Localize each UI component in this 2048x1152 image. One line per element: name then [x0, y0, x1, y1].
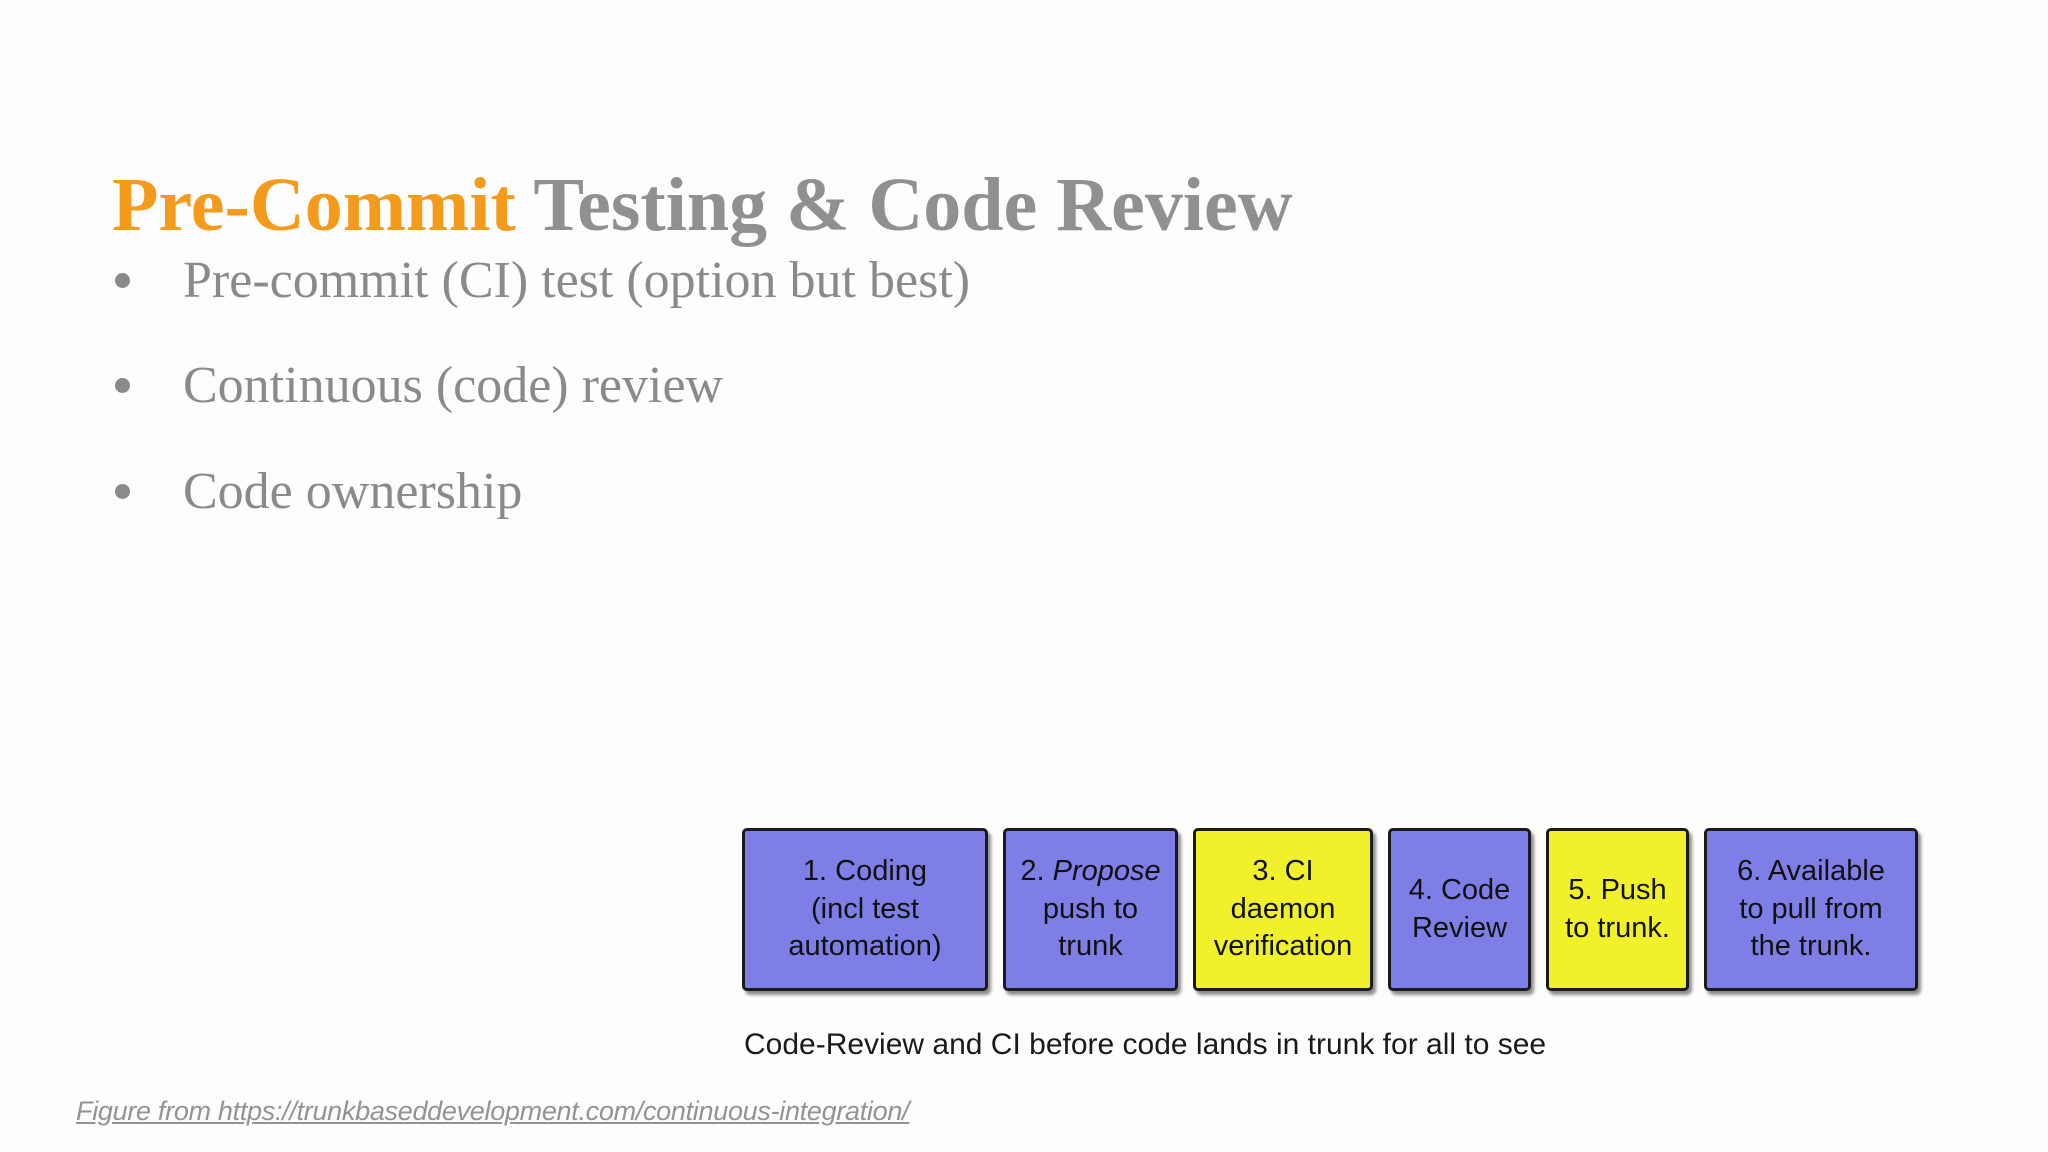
flow-step-line: automation): [788, 930, 942, 963]
flow-step-emphasis: Propose: [1052, 854, 1161, 887]
flow-step-line: push to: [1042, 892, 1139, 925]
flow-step-line: 3. CI: [1252, 854, 1314, 887]
flow-step-line: daemon: [1230, 892, 1336, 925]
flow-diagram: 1. Coding (incl test automation) 2. Prop…: [742, 828, 1918, 991]
flow-step-number: 2.: [1020, 854, 1053, 887]
flow-step-line: to trunk.: [1565, 911, 1670, 944]
flow-step-ci-daemon: 3. CI daemon verification: [1193, 828, 1373, 991]
figure-caption: Code-Review and CI before code lands in …: [744, 1028, 1547, 1061]
flow-step-line: verification: [1213, 930, 1353, 963]
flow-step-line: 1. Coding: [802, 854, 928, 887]
flow-step-line: 6. Available: [1737, 854, 1885, 887]
flow-step-line: the trunk.: [1750, 930, 1872, 963]
flow-step-line: (incl test: [811, 892, 919, 925]
bullet-item-code-ownership: Code ownership: [112, 461, 970, 523]
flow-step-line: Review: [1411, 911, 1508, 944]
bullet-item-precommit-test: Pre-commit (CI) test (option but best): [112, 250, 970, 312]
flow-step-propose-push: 2. Propose push to trunk: [1003, 828, 1178, 991]
flow-step-code-review: 4. Code Review: [1388, 828, 1531, 991]
figure-source-link[interactable]: Figure from https://trunkbaseddevelopmen…: [76, 1096, 910, 1126]
flow-step-push-to-trunk: 5. Push to trunk.: [1546, 828, 1689, 991]
bullet-list: Pre-commit (CI) test (option but best) C…: [112, 250, 970, 566]
flow-step-available-to-pull: 6. Available to pull from the trunk.: [1704, 828, 1918, 991]
flow-step-line: 5. Push: [1568, 873, 1667, 906]
flow-step-line: 4. Code: [1408, 873, 1511, 906]
slide-title-rest: Testing & Code Review: [515, 162, 1293, 247]
flow-step-coding: 1. Coding (incl test automation): [742, 828, 988, 991]
flow-step-line: 2. Propose: [1020, 853, 1160, 891]
bullet-item-continuous-review: Continuous (code) review: [112, 355, 970, 417]
flow-step-line: to pull from: [1739, 892, 1883, 925]
slide-title-highlight: Pre-Commit: [112, 162, 516, 247]
slide-title: Pre-Commit Testing & Code Review: [112, 167, 1293, 243]
flow-step-line: trunk: [1058, 930, 1123, 963]
